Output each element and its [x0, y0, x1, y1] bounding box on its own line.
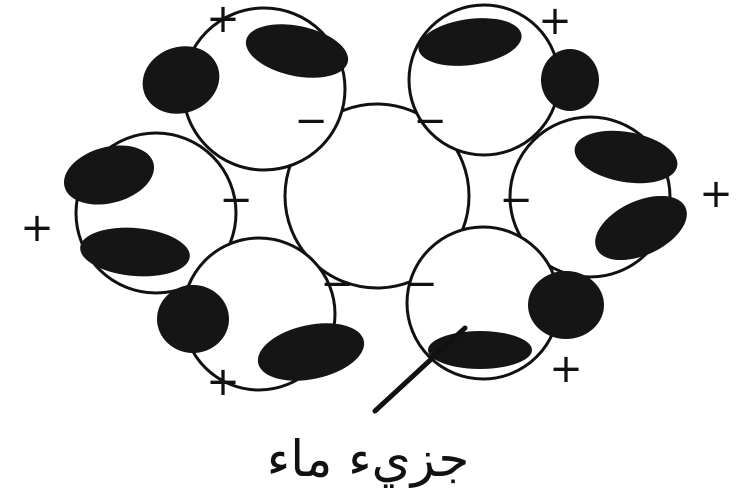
hydrogen-atom — [541, 49, 599, 111]
hydrogen-atom — [257, 323, 365, 381]
central-ion — [283, 102, 471, 290]
negative-charge-label: − — [294, 98, 328, 144]
positive-charge-label: + — [549, 346, 583, 392]
hydrogen-atom — [142, 46, 220, 114]
hydrogen-atom — [80, 227, 190, 277]
negative-charge-label: − — [320, 261, 354, 307]
water-molecule-top-right: + − — [407, 0, 599, 157]
water-molecule-bottom-right: + − — [404, 225, 604, 392]
positive-charge-label: + — [538, 0, 572, 44]
hydrogen-atom — [574, 130, 678, 184]
negative-charge-label: − — [404, 261, 438, 307]
hydrogen-atom — [528, 271, 604, 339]
water-molecule-bottom-left: + − — [157, 236, 365, 405]
negative-charge-label: − — [499, 177, 533, 223]
water-molecule-left: + − — [20, 131, 253, 295]
negative-charge-label: − — [219, 177, 253, 223]
diagram-caption: جزيء ماء — [267, 430, 470, 488]
hydrogen-atom — [63, 145, 155, 205]
positive-charge-label: + — [699, 171, 733, 217]
negative-charge-label: − — [413, 98, 447, 144]
hydrogen-atom — [157, 285, 229, 353]
hydrogen-atom — [245, 24, 349, 78]
hydrogen-atom — [595, 195, 687, 261]
positive-charge-label: + — [206, 0, 240, 42]
hydrogen-atom — [418, 18, 522, 66]
caption-pointer-line — [372, 325, 468, 414]
water-molecule-top-left: + − — [142, 0, 349, 172]
positive-charge-label: + — [206, 359, 240, 405]
water-molecule-right: + − — [499, 115, 733, 279]
positive-charge-label: + — [20, 205, 54, 251]
